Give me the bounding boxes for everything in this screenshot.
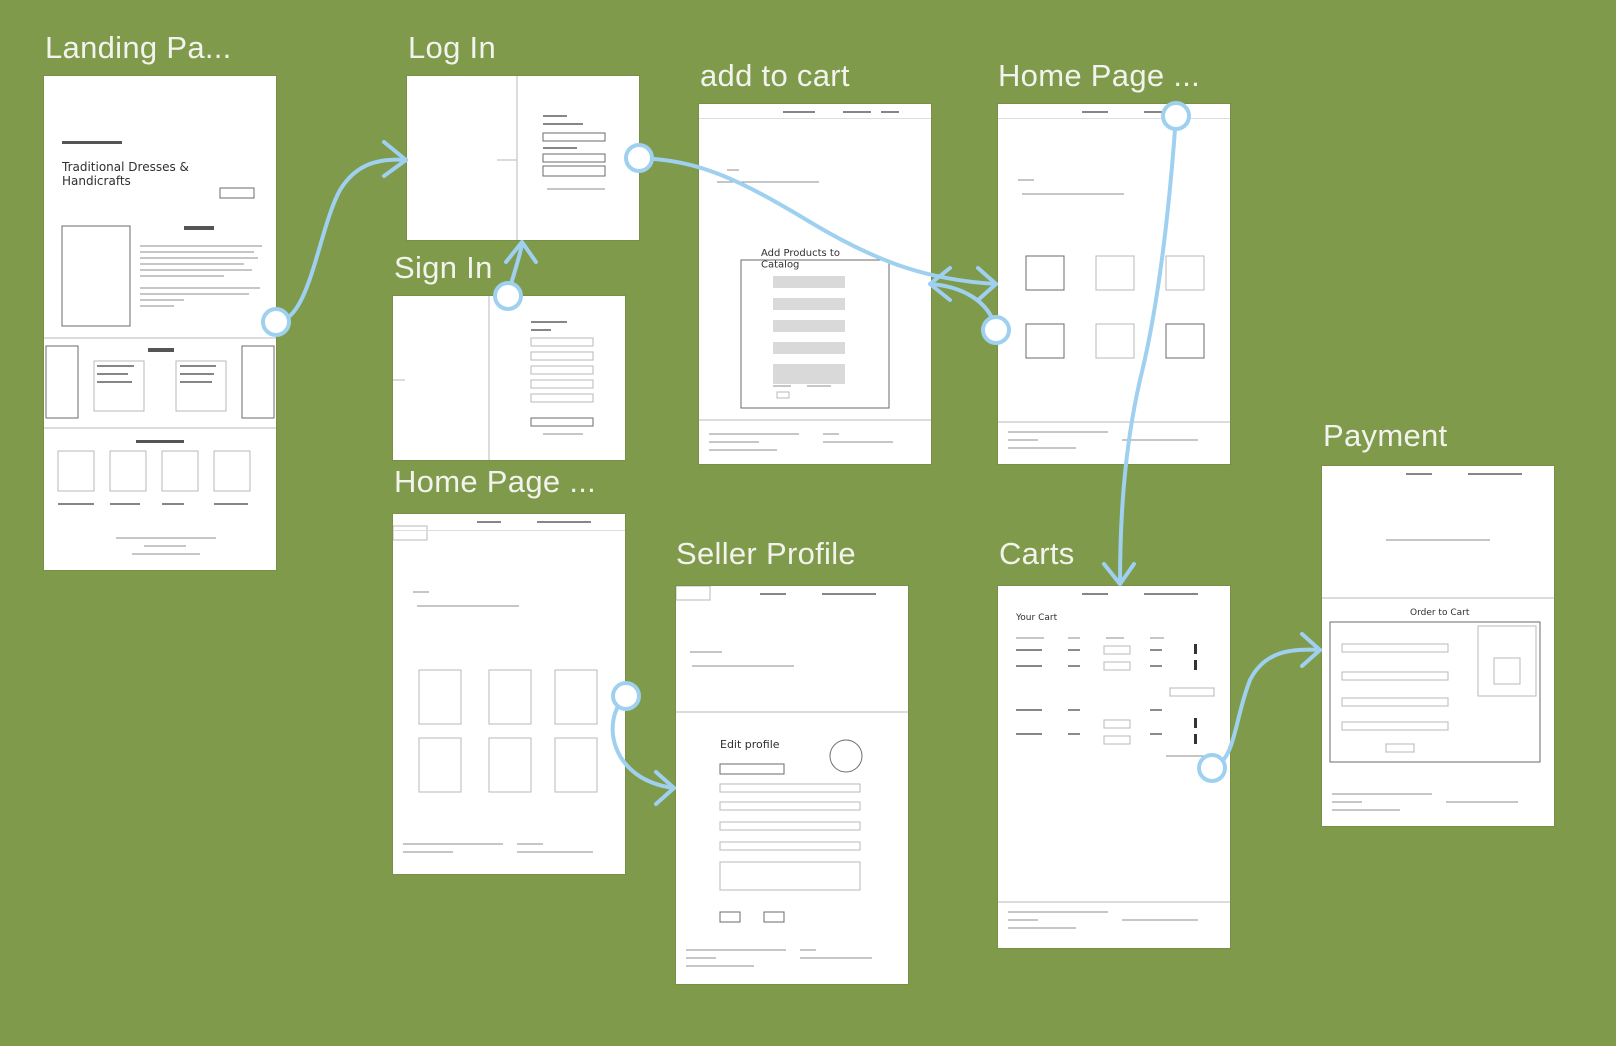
frame-title-login: Log In [408,30,496,65]
login-wireframe [497,76,606,240]
payment-wireframe: Order to Cart [1322,473,1554,811]
frame-sign-in[interactable] [393,296,625,460]
landing-headline-line-1: Traditional Dresses &Handicrafts [61,160,189,188]
order-to-cart-heading: Order to Cart [1410,608,1470,618]
carts-wireframe: Your Cart [998,593,1230,929]
frame-payment[interactable]: Order to Cart [1322,466,1554,826]
frame-title-signin: Sign In [394,250,493,285]
your-cart-heading: Your Cart [1015,613,1058,623]
frame-title-seller-profile: Seller Profile [676,536,856,571]
connector-handle-carts[interactable] [1197,753,1227,783]
connector-handle-signin[interactable] [493,281,523,311]
frame-landing-page[interactable]: Traditional Dresses &Handicrafts [44,76,276,570]
edit-profile-heading: Edit profile [720,738,780,751]
frame-title-carts: Carts [999,536,1075,571]
signin-wireframe [393,296,594,460]
frame-home-page-2[interactable] [393,514,625,874]
frame-seller-profile[interactable]: Edit profile [676,586,908,984]
frame-home-page-1[interactable] [998,104,1230,464]
connector-handle-home-top[interactable] [1161,101,1191,131]
home-page-2-wireframe [393,521,625,853]
frame-title-payment: Payment [1323,418,1448,453]
home-page-1-wireframe [998,111,1230,449]
frame-title-home-page-1: Home Page ... [998,58,1201,93]
frame-log-in[interactable] [407,76,639,240]
connector-handle-home-2[interactable] [611,681,641,711]
connector-handle-login[interactable] [624,143,654,173]
flow-home-to-carts[interactable] [1118,114,1178,586]
flow-carts-to-payment[interactable] [1210,647,1322,770]
frame-title-home-page-2: Home Page ... [394,464,597,499]
frame-title-landing: Landing Pa... [45,30,232,65]
seller-profile-wireframe: Edit profile [676,586,908,967]
frame-carts[interactable]: Your Cart [998,586,1230,948]
landing-wireframe: Traditional Dresses &Handicrafts [44,141,276,555]
connector-handle-landing[interactable] [261,307,291,337]
frame-title-add-to-cart: add to cart [700,58,850,93]
flow-landing-to-login[interactable] [274,157,408,324]
connector-handle-home-left[interactable] [981,315,1011,345]
